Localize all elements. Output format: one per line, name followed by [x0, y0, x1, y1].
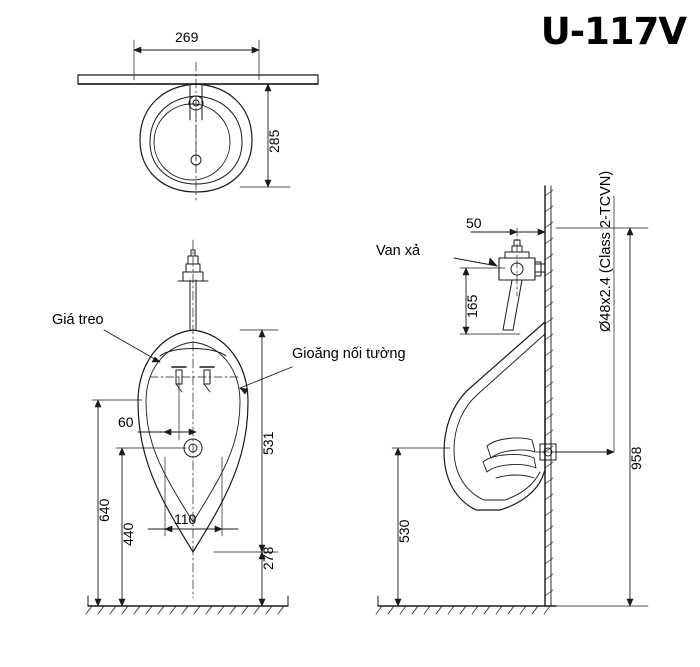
- dim-side-total-height: 958: [628, 446, 644, 470]
- label-pipe-spec: Ø48x2.4 (Class 2-TCVN): [598, 170, 614, 332]
- dim-total-height: 640: [96, 498, 112, 522]
- side-view: [375, 185, 649, 615]
- dim-lower-height: 278: [260, 546, 276, 570]
- dim-valve-offset: 50: [466, 215, 482, 231]
- dim-bowl-height: 531: [260, 431, 276, 455]
- dim-bolt-spacing: 110: [174, 511, 197, 527]
- dim-top-depth: 285: [266, 129, 282, 153]
- dim-top-width: 269: [175, 29, 199, 45]
- label-wall-gasket: Gioăng nối tường: [292, 346, 406, 362]
- label-hanger: Giá treo: [52, 312, 104, 328]
- dim-valve-height: 165: [464, 294, 480, 318]
- front-view: [85, 239, 293, 615]
- label-valve: Van xả: [376, 243, 421, 259]
- dim-bowl-floor-height: 530: [396, 519, 412, 543]
- dim-hanger-width: 60: [118, 414, 134, 430]
- dim-mid-height: 440: [120, 522, 136, 546]
- model-title: U-117V: [540, 10, 687, 53]
- top-view-plan: [77, 39, 319, 201]
